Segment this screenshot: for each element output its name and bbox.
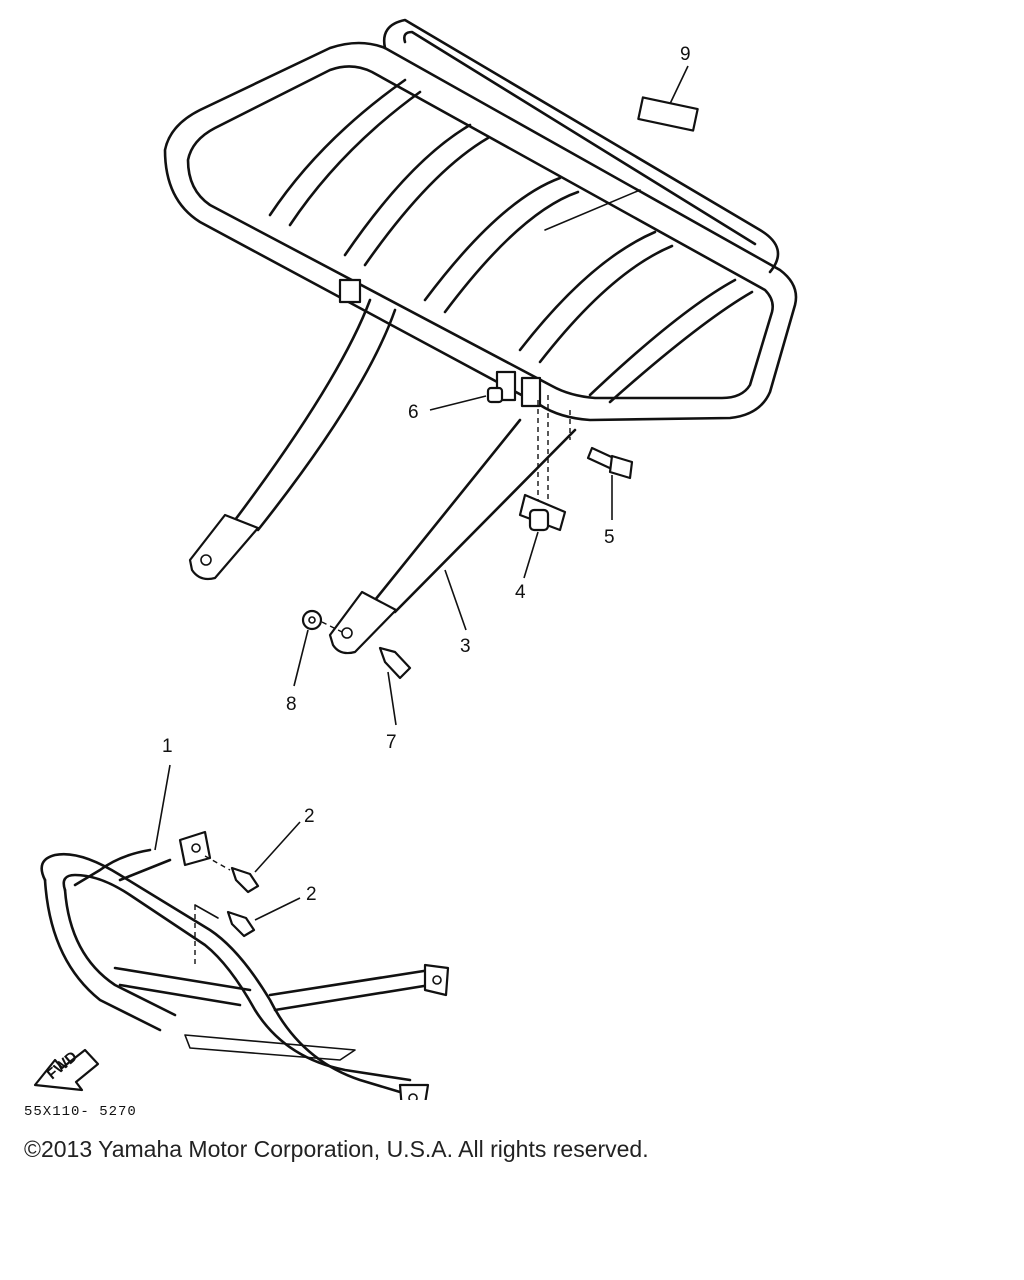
fwd-arrow: FWD [33, 1048, 100, 1092]
diagram-code: 55X110- 5270 [24, 1104, 137, 1120]
parts-diagram: FWD 9 6 5 4 3 8 7 1 2 2 [33, 18, 798, 1100]
callout-3: 3 [460, 636, 471, 657]
front-guard [40, 830, 450, 1100]
callout-4: 4 [515, 582, 526, 603]
callout-6: 6 [408, 402, 419, 423]
callout-2-upper: 2 [304, 806, 315, 827]
copyright-notice: ©2013 Yamaha Motor Corporation, U.S.A. A… [24, 1136, 649, 1162]
callout-8: 8 [286, 694, 297, 715]
callouts: 9 6 5 4 3 8 7 1 2 2 [154, 44, 699, 921]
rear-carrier-rack [163, 18, 798, 680]
label-decal [637, 96, 699, 132]
callout-1: 1 [162, 736, 173, 757]
callout-7: 7 [386, 732, 397, 753]
callout-5: 5 [604, 527, 615, 548]
callout-9: 9 [680, 44, 691, 65]
callout-2-lower: 2 [306, 884, 317, 905]
